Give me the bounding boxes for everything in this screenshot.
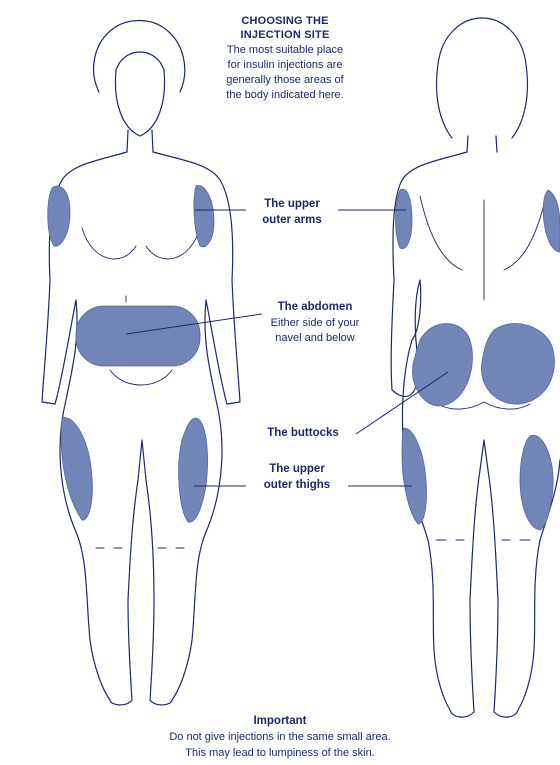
- front-bust-left: [82, 228, 136, 259]
- front-face: [115, 52, 164, 136]
- back-shoulder-blade-right: [504, 196, 546, 270]
- front-site-arm-left: [194, 185, 214, 246]
- label-arms-line-1: The upper: [246, 197, 338, 212]
- back-site-arm-left: [543, 190, 560, 252]
- back-site-buttock-left: [481, 323, 554, 404]
- label-thighs-line-1: The upper: [246, 462, 348, 477]
- front-bust-right: [146, 228, 200, 259]
- title-line-2: INJECTION SITE: [220, 28, 350, 42]
- back-neck: [467, 136, 497, 152]
- footer-line-2: This may lead to lumpiness of the skin.: [130, 746, 430, 760]
- front-neck: [127, 130, 153, 152]
- back-figure: [391, 18, 560, 717]
- intro-line-2: for insulin injections are: [215, 58, 355, 72]
- front-site-thigh-left: [179, 418, 208, 522]
- back-head: [437, 18, 528, 138]
- intro-line-3: generally those areas of: [215, 73, 355, 87]
- front-figure: [42, 21, 240, 705]
- back-site-thigh-left: [520, 435, 553, 530]
- intro-line-1: The most suitable place: [215, 43, 355, 57]
- back-site-buttock-right: [412, 324, 472, 407]
- footer-title: Important: [180, 714, 380, 729]
- back-body-outline: [391, 152, 560, 717]
- footer-line-1: Do not give injections in the same small…: [130, 730, 430, 744]
- label-thighs-line-2: outer thighs: [246, 478, 348, 493]
- label-arms-line-2: outer arms: [246, 213, 338, 228]
- label-buttocks: The buttocks: [250, 426, 356, 441]
- front-pelvis: [110, 370, 172, 385]
- back-site-arm-right: [396, 189, 413, 248]
- back-site-thigh-right: [402, 428, 427, 524]
- title-line-1: CHOOSING THE: [220, 14, 350, 28]
- front-site-abdomen: [76, 306, 200, 366]
- label-abdomen-title: The abdomen: [250, 300, 380, 315]
- front-hair: [94, 21, 185, 93]
- front-site-thigh-right: [61, 418, 92, 521]
- label-abdomen-note-1: Either side of your: [250, 316, 380, 330]
- front-site-arm-right: [48, 186, 70, 246]
- back-shoulder-blade-left: [420, 196, 462, 270]
- intro-line-4: the body indicated here.: [215, 88, 355, 102]
- label-abdomen-note-2: navel and below: [250, 331, 380, 345]
